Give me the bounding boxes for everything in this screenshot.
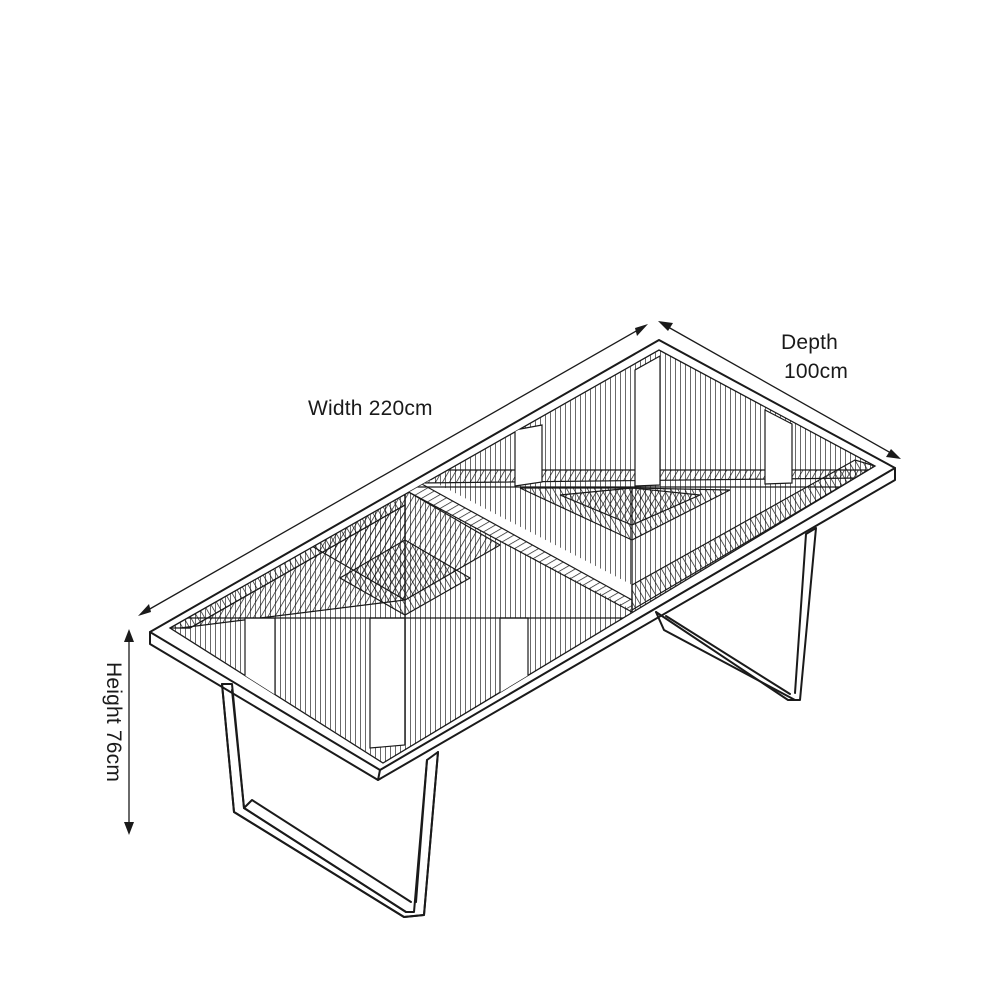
parquet-inlay (170, 350, 875, 763)
depth-label-group: Depth 100cm (781, 328, 848, 386)
tabletop (149, 339, 896, 781)
width-label: Width 220cm (308, 397, 433, 420)
depth-dimension-line (660, 322, 899, 458)
height-label: Height 76cm (102, 661, 125, 783)
height-arrow-start-icon (124, 629, 134, 642)
width-arrow-end-icon (635, 324, 648, 336)
height-arrow-end-icon (124, 822, 134, 835)
depth-value: 100cm (784, 360, 849, 383)
depth-label: Depth (781, 331, 839, 354)
width-arrow-start-icon (138, 604, 151, 616)
depth-arrow-end-icon (886, 449, 901, 459)
width-dimension-line (140, 325, 646, 615)
depth-arrow-start-icon (658, 321, 673, 331)
dimension-lines (124, 321, 901, 835)
table-legs (221, 527, 817, 918)
